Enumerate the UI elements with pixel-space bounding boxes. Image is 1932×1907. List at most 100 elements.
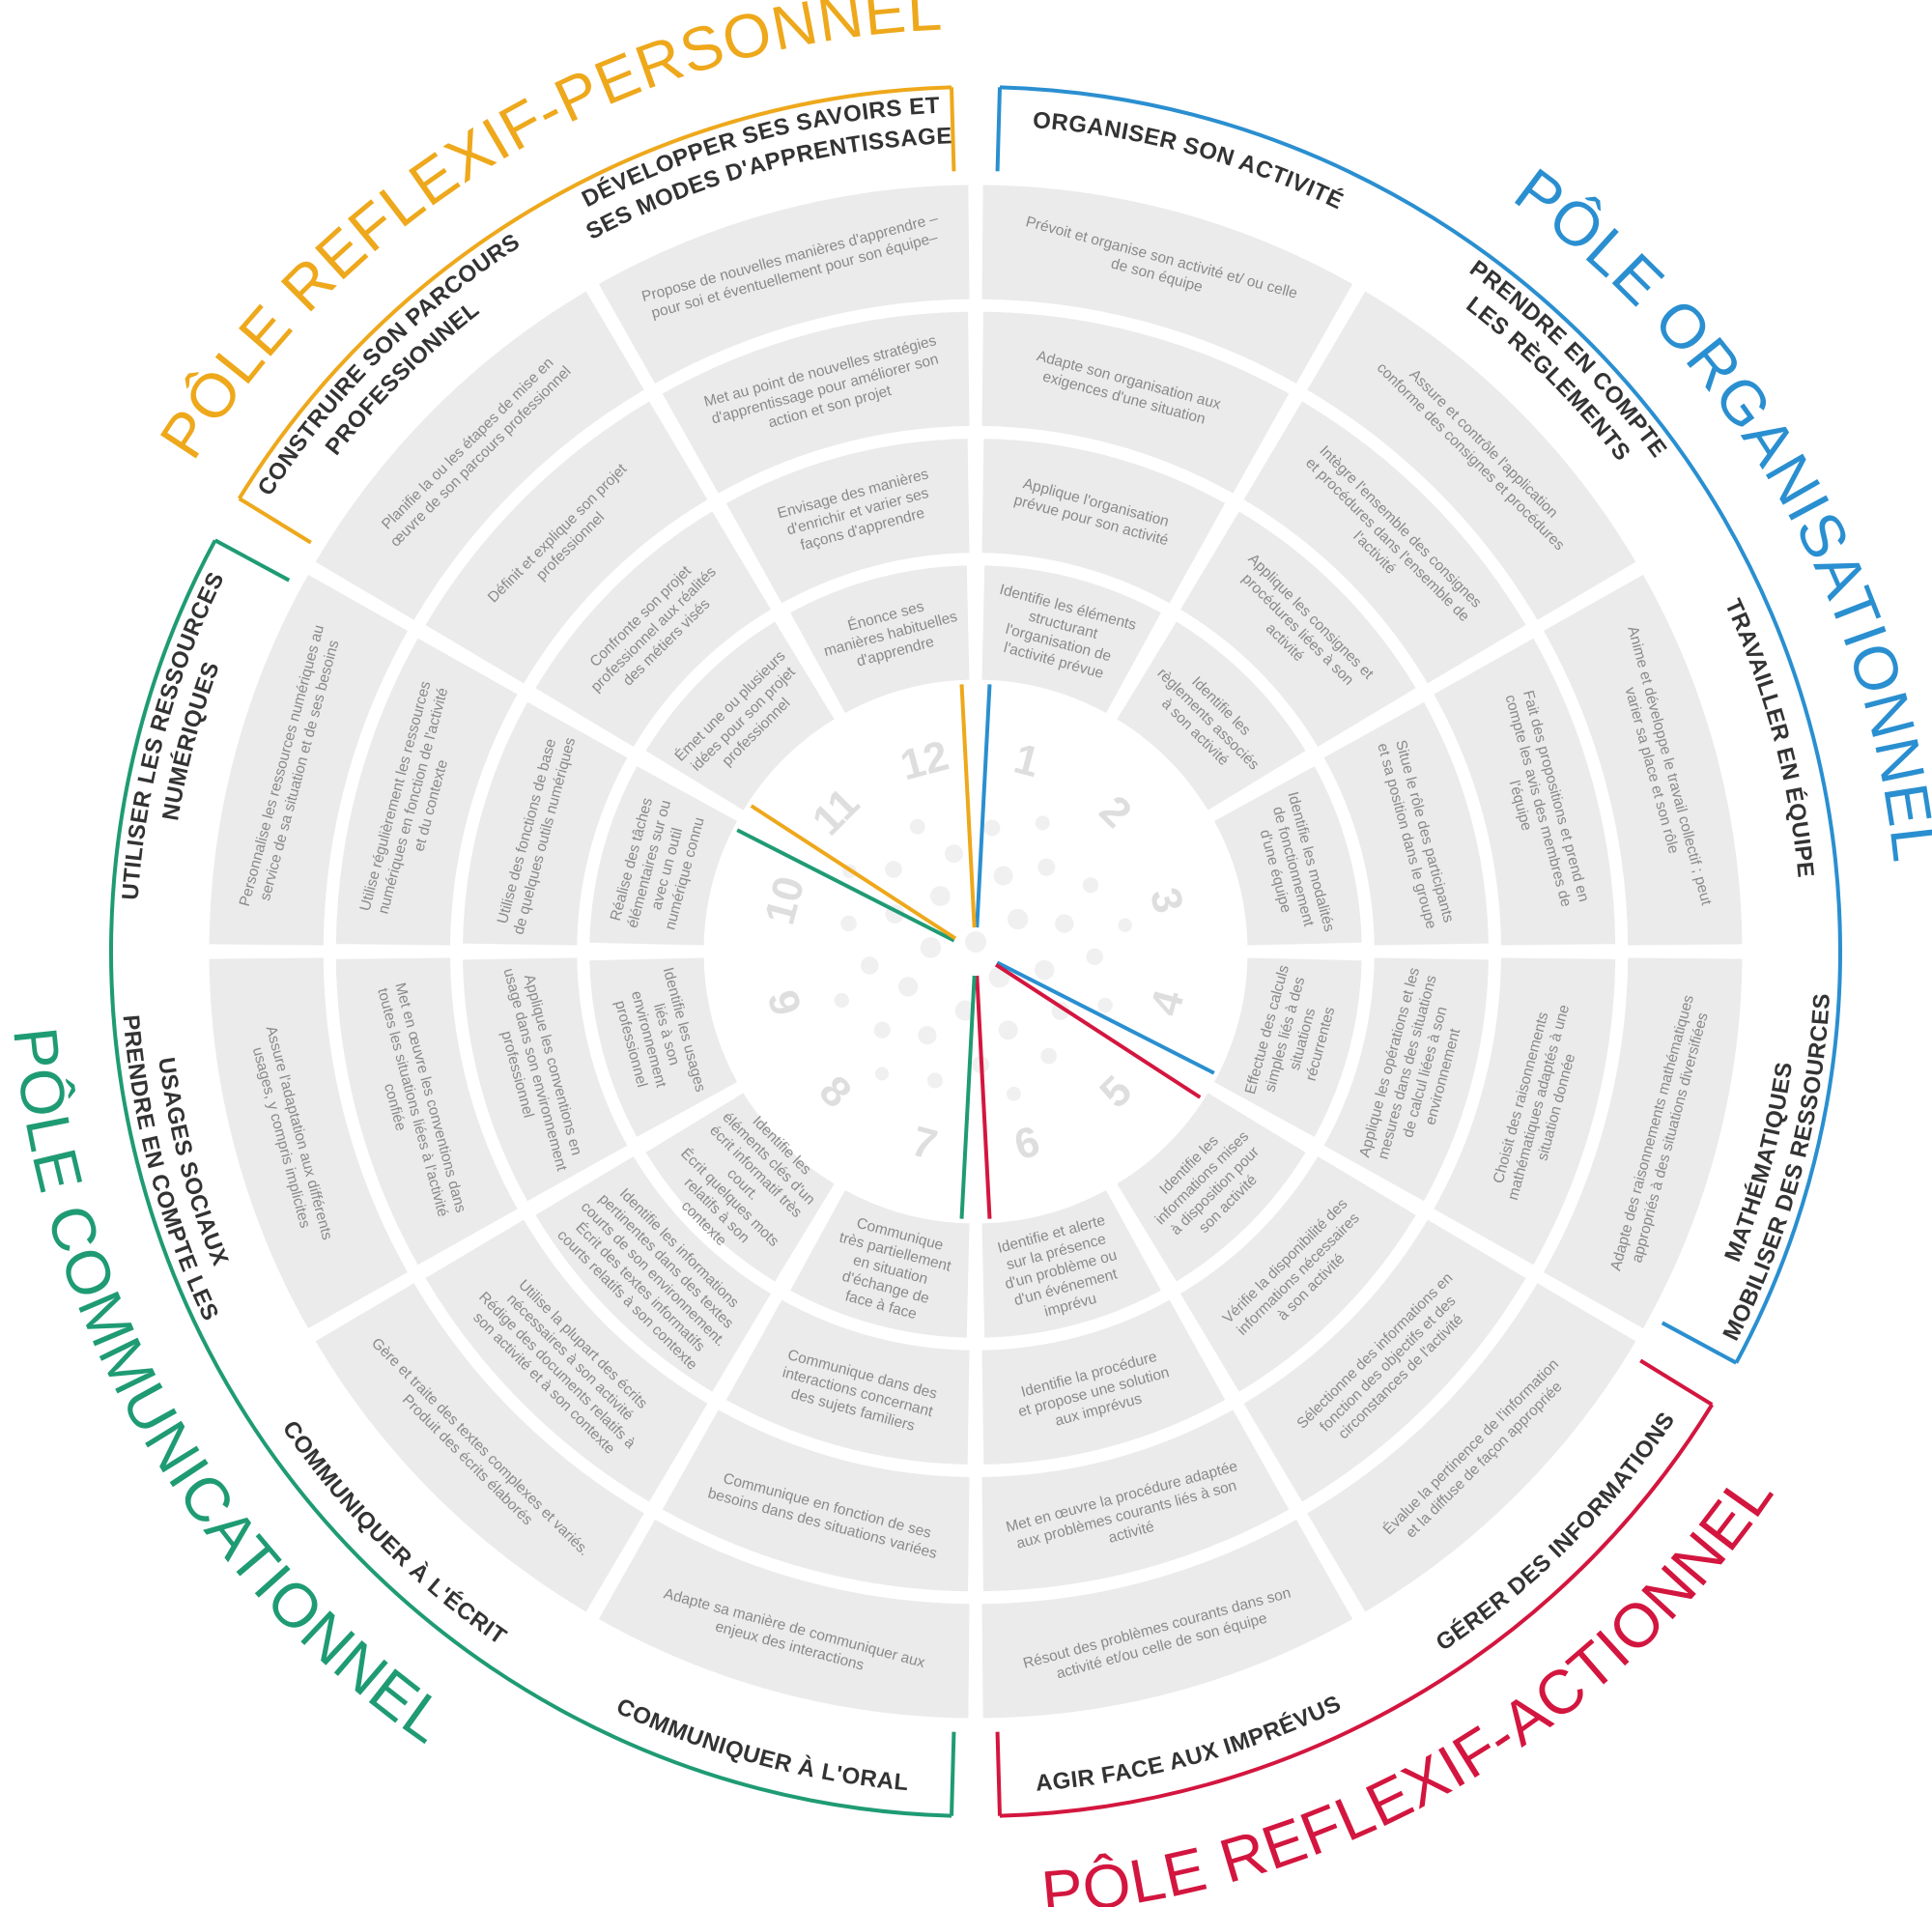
- hub-dot: [954, 1000, 976, 1021]
- competence-number-7: 7: [907, 1118, 942, 1170]
- cell-c2-level-1: [1117, 621, 1306, 811]
- cell-c3-level-3: [1434, 638, 1616, 946]
- hub-dot: [926, 1072, 943, 1089]
- cell-c1-level-4: [981, 185, 1353, 384]
- cell-c3-level-2: [1323, 701, 1489, 946]
- cell-c11-level-3: [425, 401, 708, 684]
- cell-c12-level-4: [598, 185, 970, 384]
- cell-c9-level-4: [209, 957, 408, 1329]
- pole-divider-reflexif_actionnel: [994, 962, 1202, 1099]
- hub-dot: [1007, 1086, 1021, 1101]
- hub-dot: [945, 844, 963, 864]
- cell-c2-level-4: [1307, 291, 1636, 620]
- level-cells: [209, 185, 1743, 1719]
- hub-dot: [873, 1021, 891, 1039]
- competence-number-5: 5: [1091, 1067, 1141, 1117]
- hub-dot: [1008, 908, 1029, 930]
- pole-arc-tick: [238, 497, 312, 545]
- cell-c2-level-2: [1179, 511, 1416, 748]
- pole-arc-tick: [950, 87, 956, 172]
- pole-divider-communicationnel: [959, 975, 977, 1219]
- pole-divider-reflexif_personnel: [750, 804, 957, 941]
- cell-c11-level-1: [645, 621, 835, 811]
- hub-texture: [834, 815, 1132, 1101]
- cell-c8-level-2: [535, 1155, 772, 1392]
- cell-c12-level-2: [725, 439, 970, 604]
- cell-c7-level-4: [598, 1520, 970, 1719]
- competence-number-4: 4: [1142, 985, 1194, 1021]
- hub-dot: [993, 866, 1013, 886]
- cell-c4-level-2: [1323, 957, 1489, 1202]
- hub-dot: [840, 915, 857, 932]
- cell-c6-level-2: [981, 1299, 1226, 1465]
- cell-c9-level-3: [335, 957, 518, 1266]
- pole-arcs: [109, 85, 1843, 1818]
- cell-c10-level-3: [335, 638, 518, 946]
- competence-number-2: 2: [1091, 786, 1141, 837]
- cell-c12-level-3: [662, 311, 970, 494]
- cell-c3-level-4: [1544, 574, 1743, 946]
- hub-dot: [1097, 997, 1113, 1013]
- hub-dot: [834, 992, 849, 1009]
- competence-number-9: 9: [758, 985, 810, 1020]
- pole-divider-organisationnel: [996, 960, 1215, 1075]
- cell-c4-level-3: [1434, 957, 1616, 1266]
- cell-c7-level-2: [725, 1299, 970, 1465]
- hub-dot: [920, 937, 942, 958]
- pole-arc-tick: [950, 1731, 956, 1816]
- pole-arc-organisationnel: [999, 85, 1843, 1364]
- cell-c1-level-1: [981, 565, 1161, 714]
- competence-title-c10: UTILISER LES RESSOURCES: [118, 568, 230, 901]
- cell-c7-level-3: [662, 1409, 970, 1592]
- pole-divider-communicationnel: [736, 828, 955, 943]
- hub-dot: [897, 977, 919, 997]
- pole-dividers: [736, 684, 1215, 1219]
- cell-c11-level-4: [315, 291, 644, 620]
- competence-number-10: 10: [755, 871, 813, 929]
- competence-title-line: UTILISER LES RESSOURCES: [118, 568, 230, 901]
- cell-c8-level-4: [315, 1283, 644, 1612]
- cell-c6-level-4: [981, 1520, 1353, 1719]
- pole-arc-tick: [995, 1731, 1002, 1816]
- cell-c9-level-2: [463, 957, 628, 1202]
- pole-arc-communicationnel: [109, 539, 952, 1818]
- hub-dot: [1035, 815, 1050, 831]
- cell-c2-level-3: [1243, 401, 1526, 684]
- hub-dot: [998, 1020, 1018, 1040]
- cell-c5-level-3: [1243, 1219, 1526, 1502]
- pole-arc-tick: [1639, 1358, 1714, 1407]
- cell-c4-level-1: [1213, 957, 1362, 1137]
- pole-arc-reflexif_actionnel: [999, 1403, 1715, 1818]
- cell-c1-level-2: [981, 439, 1226, 604]
- level-text-c5-1: Identifie lesinformations misesà disposi…: [1139, 1115, 1278, 1254]
- hub-dot: [1082, 877, 1099, 894]
- cell-c10-level-2: [463, 701, 628, 946]
- competence-number-11: 11: [804, 780, 869, 845]
- cell-c5-level-4: [1307, 1283, 1636, 1612]
- hub-dot: [1051, 1002, 1070, 1020]
- cell-c12-level-1: [790, 565, 970, 714]
- cell-c1-level-3: [981, 311, 1290, 494]
- pole-arc-tick: [213, 538, 291, 583]
- hub-dot: [965, 931, 986, 953]
- competence-number-1: 1: [1009, 735, 1044, 787]
- competence-number-6: 6: [1009, 1118, 1044, 1170]
- cell-c8-level-3: [425, 1219, 708, 1502]
- hub-dot: [1040, 1047, 1058, 1065]
- hub-dot: [909, 818, 925, 835]
- cell-c7-level-1: [790, 1189, 970, 1338]
- cell-c5-level-2: [1179, 1155, 1416, 1392]
- cell-c5-level-1: [1117, 1093, 1306, 1282]
- cell-c6-level-1: [981, 1189, 1161, 1338]
- hub-dot: [918, 1026, 937, 1045]
- cell-c10-level-4: [209, 574, 408, 946]
- hub-dot: [1118, 918, 1132, 932]
- cell-c9-level-1: [589, 957, 738, 1137]
- pole-arc-tick: [995, 87, 1002, 172]
- hub-dot: [929, 886, 951, 906]
- pole-divider-reflexif_personnel: [959, 684, 977, 928]
- cell-c4-level-4: [1544, 957, 1743, 1329]
- pole-divider-reflexif_actionnel: [975, 975, 992, 1219]
- hub-dot: [861, 956, 879, 975]
